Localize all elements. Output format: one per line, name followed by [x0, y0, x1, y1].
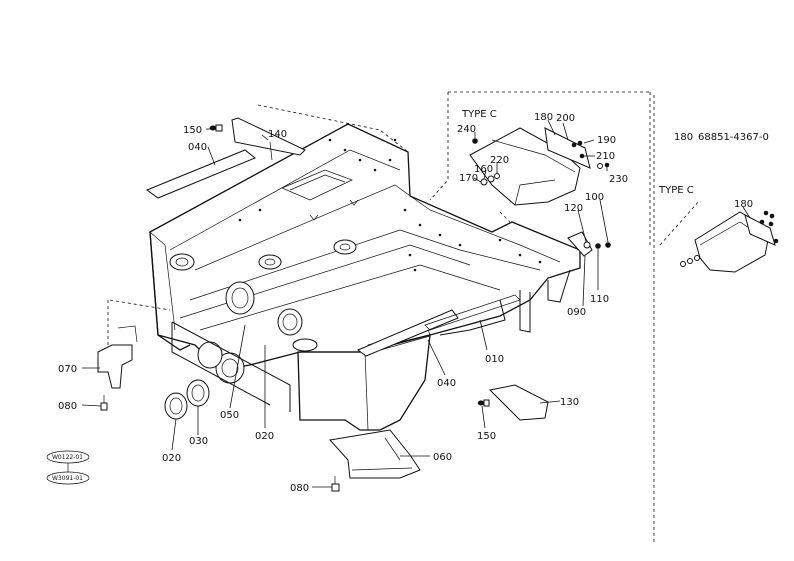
- callout-160: 160: [474, 164, 493, 175]
- callout-150-top: 150: [183, 125, 202, 136]
- part-090-bracket: [567, 231, 611, 257]
- bolt-150-top: [209, 124, 223, 132]
- callout-100: 100: [585, 192, 604, 203]
- part-010-bar: [424, 294, 521, 331]
- label-type-c-top: TYPE C: [461, 109, 497, 120]
- callout-190: 190: [597, 135, 616, 146]
- bolt-080-left: [100, 395, 108, 411]
- callout-030: 030: [189, 436, 208, 447]
- part-140-strip: [231, 117, 306, 161]
- label-type-c-right: TYPE C: [658, 185, 694, 196]
- stamp-bottom: [46, 471, 90, 485]
- main-frame: [109, 104, 581, 431]
- callout-080-bottom: 080: [290, 483, 309, 494]
- callout-140: 140: [268, 129, 287, 140]
- callout-200: 200: [556, 113, 575, 124]
- callout-210: 210: [596, 151, 615, 162]
- callout-060: 060: [433, 452, 452, 463]
- callout-170: 170: [459, 173, 478, 184]
- callout-050: 050: [220, 410, 239, 421]
- callout-020-center: 020: [255, 431, 274, 442]
- callout-230: 230: [609, 174, 628, 185]
- callout-090: 090: [567, 307, 586, 318]
- callout-070: 070: [58, 364, 77, 375]
- bolt-150-lower: [477, 399, 490, 407]
- callout-220: 220: [490, 155, 509, 166]
- callout-020-left: 020: [162, 453, 181, 464]
- callout-150-lower: 150: [477, 431, 496, 442]
- callout-080-left: 080: [58, 401, 77, 412]
- part-070-bracket: [97, 300, 138, 389]
- type-c-detail-top: [429, 91, 651, 245]
- bolt-080-bottom: [331, 476, 340, 492]
- callout-120: 120: [564, 203, 583, 214]
- part-040-strip-lower: [357, 309, 459, 357]
- callout-240: 240: [457, 124, 476, 135]
- part-020-ring: [164, 392, 188, 420]
- part-030-ring: [186, 379, 210, 407]
- label-part-ref-code: 180: [674, 132, 693, 143]
- callout-040-lower: 040: [437, 378, 456, 389]
- leader-lines: [81, 119, 751, 488]
- label-part-ref-number: 68851-4367-0: [698, 132, 769, 143]
- part-060-bracket: [329, 429, 421, 479]
- callout-labels: TYPE C TYPE C 180 68851-4367-0 150 140 0…: [58, 109, 769, 494]
- callout-010: 010: [485, 354, 504, 365]
- callout-130: 130: [560, 397, 579, 408]
- callout-180-top: 180: [534, 112, 553, 123]
- part-130-plate: [488, 384, 549, 421]
- callout-110: 110: [590, 294, 609, 305]
- part-040-strip-top: [145, 149, 256, 199]
- callout-040-top: 040: [188, 142, 207, 153]
- type-c-detail-right: [659, 199, 779, 273]
- stamp-bottom-text: W3091-01: [52, 475, 83, 482]
- stamp-group: W0122-01 W3091-01: [46, 450, 90, 485]
- callout-180-right: 180: [734, 199, 753, 210]
- stamp-top-text: W0122-01: [52, 454, 83, 461]
